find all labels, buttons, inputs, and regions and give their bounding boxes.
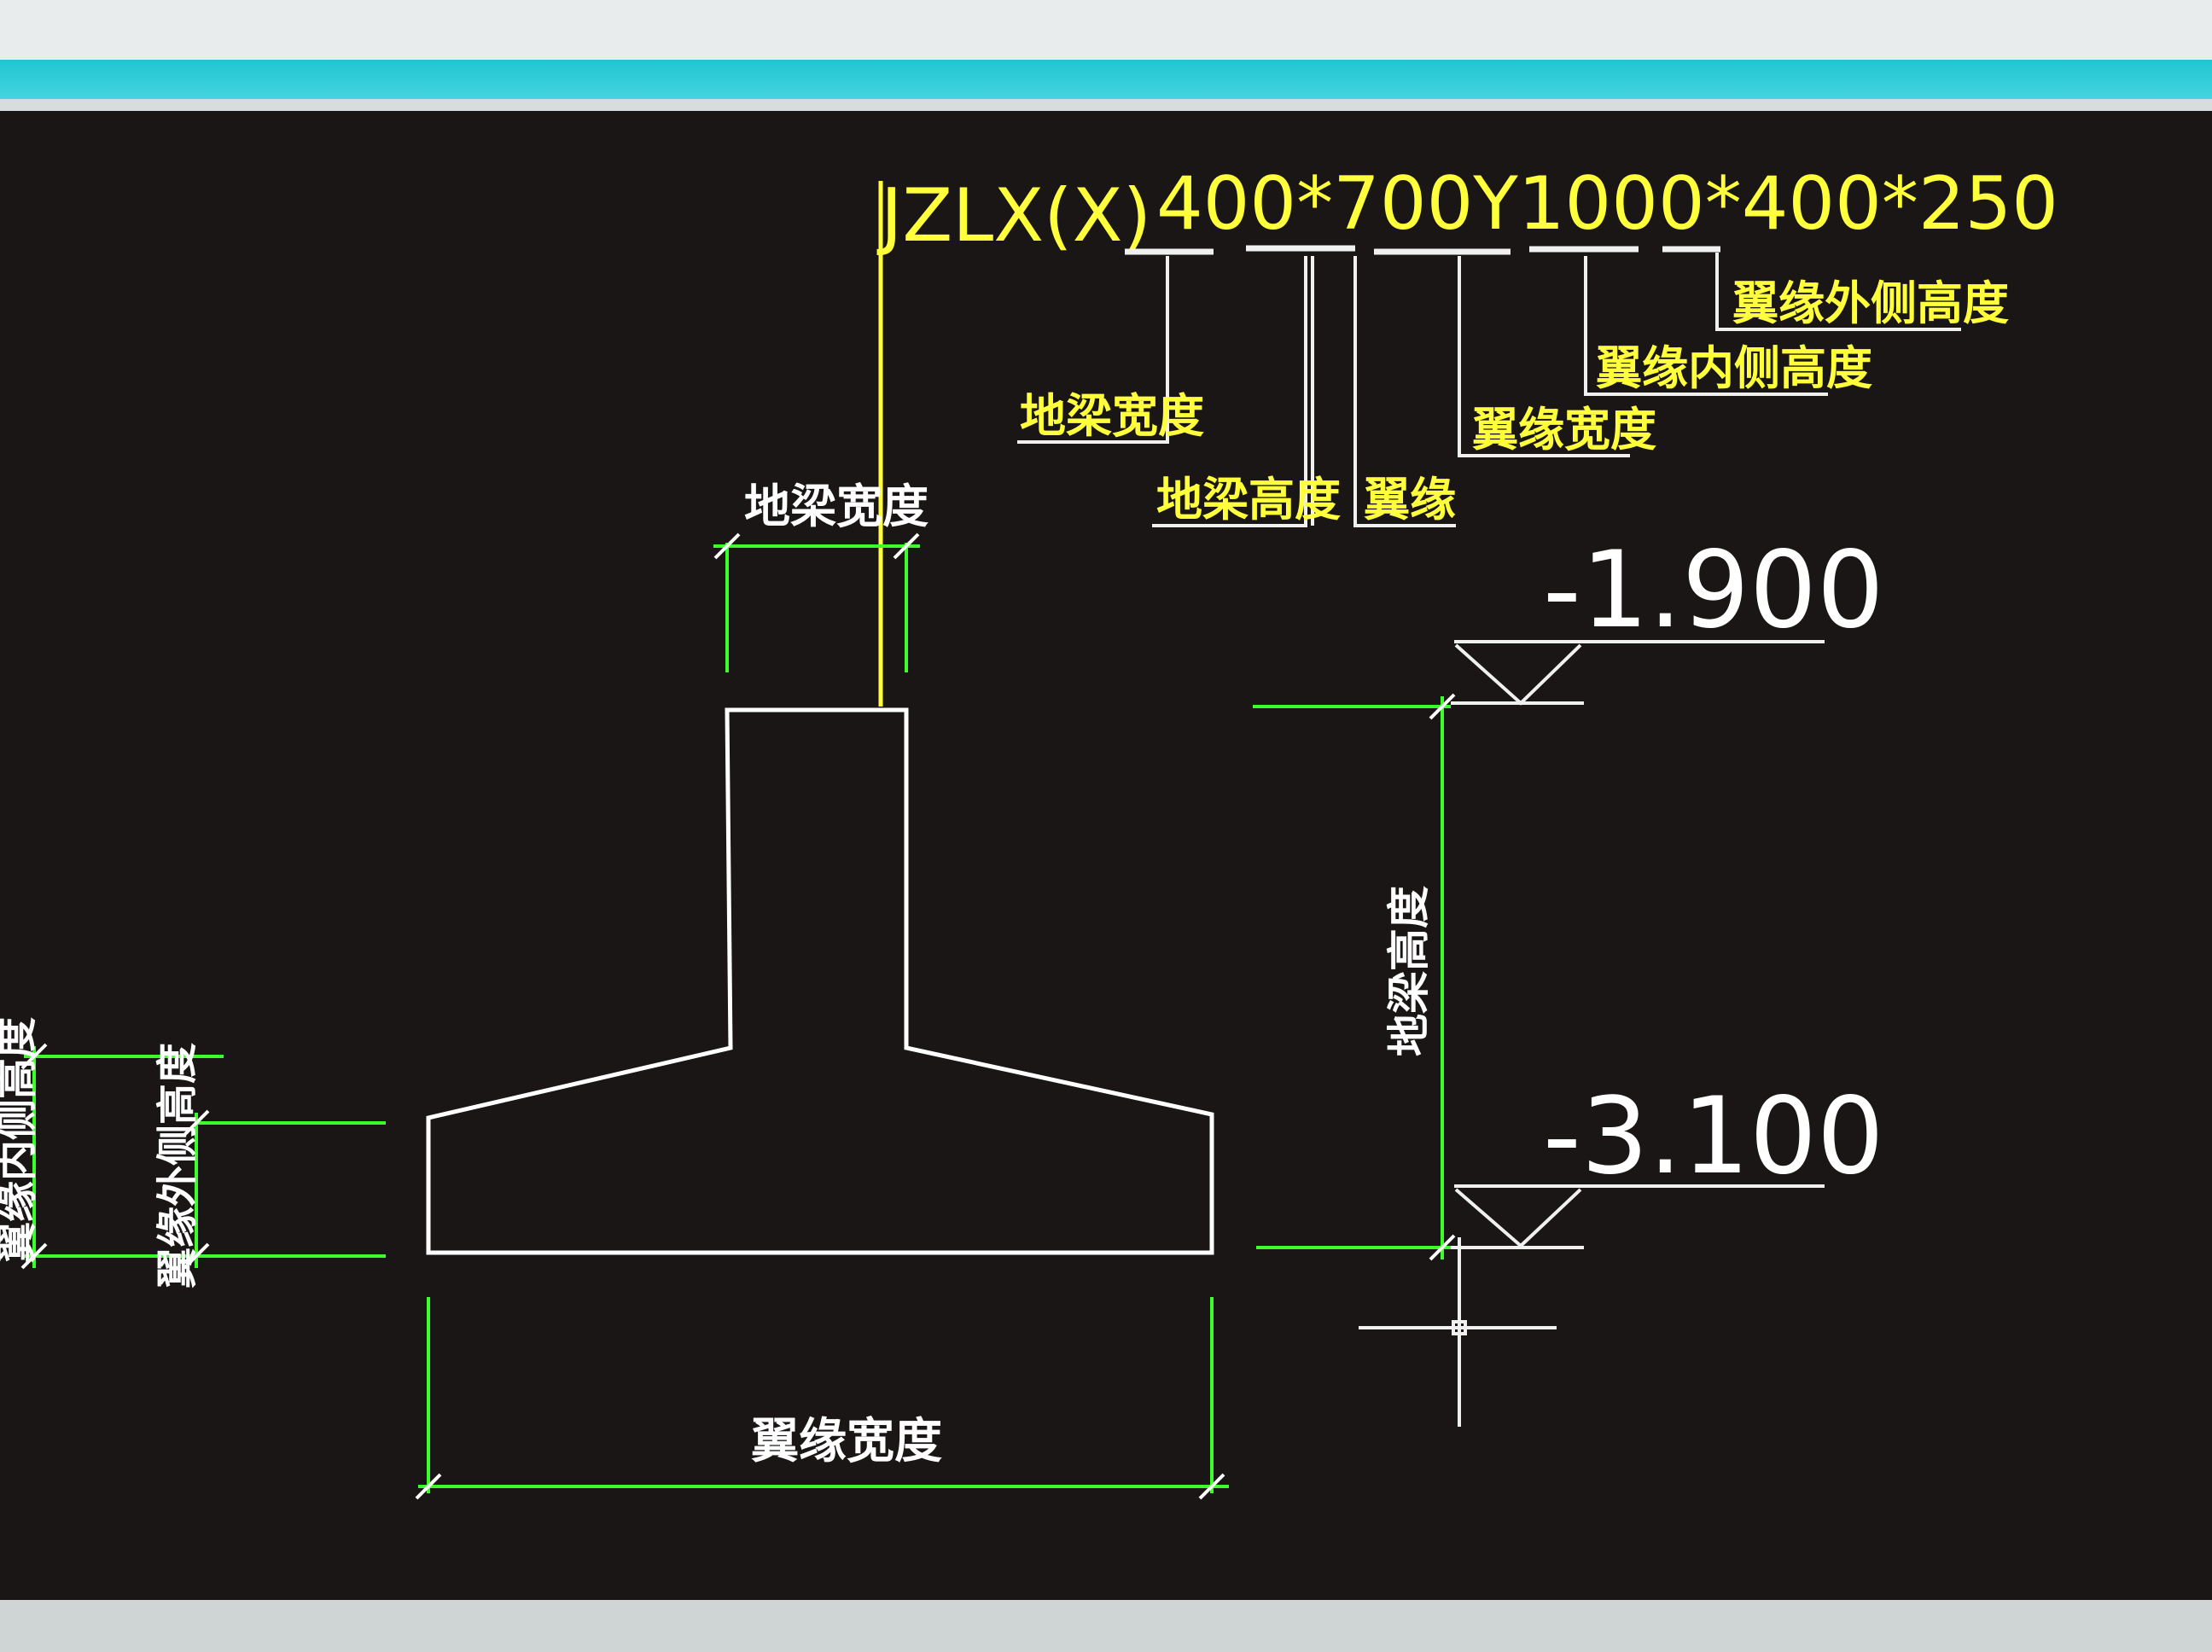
callout-flange: 翼缘 [1364,473,1456,526]
dim-beam-height [1253,693,1456,1261]
dim-flange-inner-height-label: 翼缘内侧高度 [0,1017,41,1263]
elevation-marker-top [1451,640,1825,706]
crosshair-cursor [1359,1237,1557,1427]
elevation-bottom-label: -3.100 [1543,1075,1884,1198]
dim-flange-width [415,1297,1229,1500]
dim-flange-heights [20,1043,386,1270]
spec-underline-segments [1125,245,1720,255]
dim-flange-width-label: 翼缘宽度 [751,1414,942,1469]
cad-drawing-canvas[interactable] [0,111,2212,1600]
screen-bezel-top [0,99,2212,114]
dim-beam-width-label: 地梁宽度 [744,480,928,533]
dim-beam-width [713,532,920,672]
callout-beam-height: 地梁高度 [1156,473,1341,526]
foundation-beam-outline [426,707,1214,1255]
callout-beam-width: 地梁宽度 [1020,389,1204,443]
dim-flange-outer-height-label: 翼缘外侧高度 [154,1043,201,1288]
elevation-top-label: -1.900 [1543,529,1884,652]
dim-beam-height-label: 地梁高度 [1384,886,1434,1056]
callout-flange-inner-height: 翼缘内侧高度 [1596,341,1872,395]
designation-prefix: JZLX(X) [876,173,1151,259]
callout-flange-width: 翼缘宽度 [1472,403,1656,457]
callout-flange-outer-height: 翼缘外侧高度 [1732,276,2009,330]
elevation-marker-bottom [1451,1184,1825,1249]
designation-spec: 400*700Y1000*400*250 [1156,161,2058,247]
callout-leaders [1017,253,1961,527]
screen-bezel-bottom [0,1600,2212,1652]
